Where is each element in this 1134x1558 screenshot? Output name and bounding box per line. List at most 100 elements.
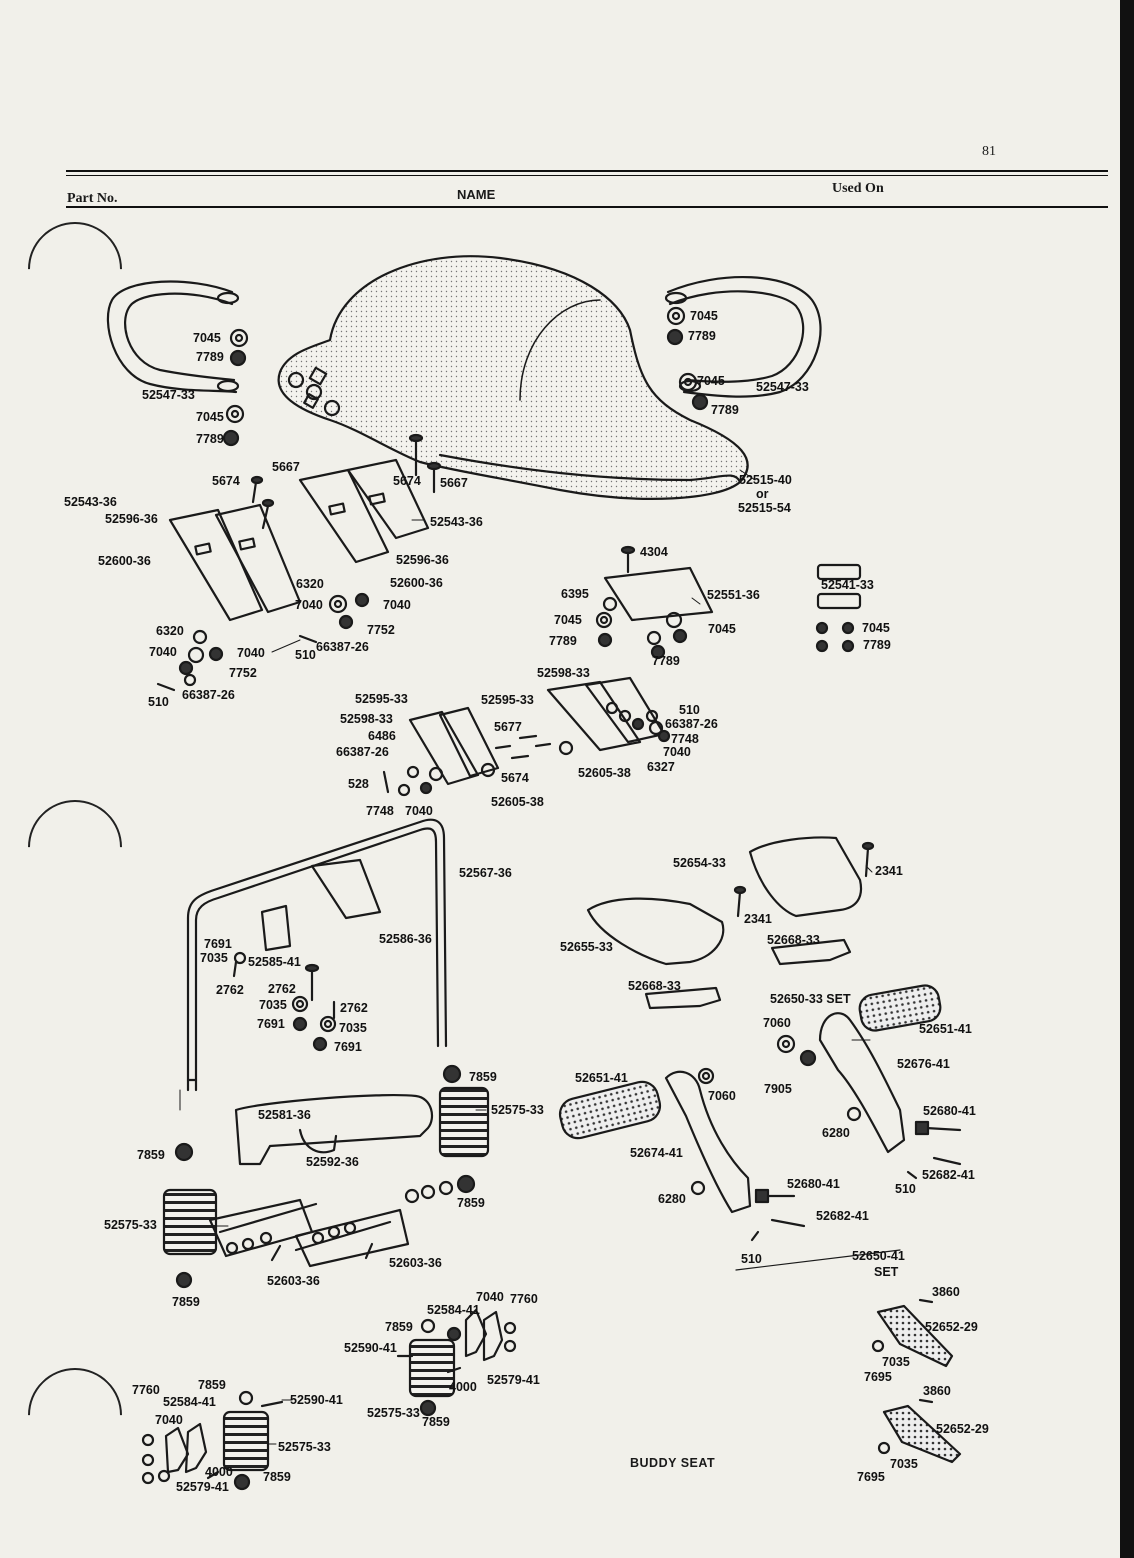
part-callout: 52590-41	[290, 1393, 343, 1407]
part-callout: 52575-33	[491, 1103, 544, 1117]
part-callout: or	[756, 487, 769, 501]
part-callout: 7035	[200, 951, 228, 965]
part-callout: 52596-36	[105, 512, 158, 526]
part-callout: 66387-26	[182, 688, 235, 702]
part-callout: 52515-54	[738, 501, 791, 515]
part-callout: 510	[295, 648, 316, 662]
part-callout: 7752	[229, 666, 257, 680]
part-callout: 4000	[449, 1380, 477, 1394]
part-callout: 6395	[561, 587, 589, 601]
part-callout: 52654-33	[673, 856, 726, 870]
part-callout: 52668-33	[628, 979, 681, 993]
part-callout: 52651-41	[919, 1022, 972, 1036]
part-callout: 7789	[863, 638, 891, 652]
part-callout: 4000	[205, 1465, 233, 1479]
part-callout: 5667	[272, 460, 300, 474]
part-callout: 7859	[172, 1295, 200, 1309]
part-callout: 7748	[366, 804, 394, 818]
part-callout: 2762	[216, 983, 244, 997]
part-callout: 2341	[875, 864, 903, 878]
part-callout: 7859	[469, 1070, 497, 1084]
part-callout: 52541-33	[821, 578, 874, 592]
part-callout: 7045	[193, 331, 221, 345]
part-callout: 7040	[149, 645, 177, 659]
part-callout: 52682-41	[816, 1209, 869, 1223]
page-edge-bar	[1120, 0, 1134, 1558]
part-callout: 52592-36	[306, 1155, 359, 1169]
part-callout: 7859	[263, 1470, 291, 1484]
part-callout: 2762	[340, 1001, 368, 1015]
part-callout: 7789	[711, 403, 739, 417]
header-rule-top-2	[66, 175, 1108, 176]
part-callout: 52603-36	[267, 1274, 320, 1288]
part-callout: 52581-36	[258, 1108, 311, 1122]
part-callout: 52680-41	[923, 1104, 976, 1118]
part-callout: 528	[348, 777, 369, 791]
part-callout: 52651-41	[575, 1071, 628, 1085]
part-callout: 7691	[334, 1040, 362, 1054]
part-callout: 5674	[393, 474, 421, 488]
part-callout: 510	[679, 703, 700, 717]
part-callout: 52600-36	[390, 576, 443, 590]
part-callout: 7789	[688, 329, 716, 343]
part-callout: 52603-36	[389, 1256, 442, 1270]
part-callout: 52652-29	[925, 1320, 978, 1334]
part-callout: 6320	[296, 577, 324, 591]
part-callout: 52543-36	[64, 495, 117, 509]
part-callout: 52674-41	[630, 1146, 683, 1160]
part-callout: 7045	[708, 622, 736, 636]
part-callout: 52595-33	[355, 692, 408, 706]
part-callout: 7859	[457, 1196, 485, 1210]
part-callout: 52547-33	[756, 380, 809, 394]
part-callout: 7045	[862, 621, 890, 635]
header-rule-top	[66, 170, 1108, 172]
figure-caption: BUDDY SEAT	[630, 1456, 716, 1470]
part-callout: 7789	[652, 654, 680, 668]
part-callout: 52543-36	[430, 515, 483, 529]
part-callout: 52567-36	[459, 866, 512, 880]
column-header-name: NAME	[457, 187, 496, 202]
column-header-part-no: Part No.	[67, 191, 118, 206]
part-callout: SET	[874, 1265, 899, 1279]
part-callout: 7040	[383, 598, 411, 612]
column-header-used-on: Used On	[832, 181, 884, 196]
part-callout: 7695	[857, 1470, 885, 1484]
part-callout: 7045	[196, 410, 224, 424]
part-callout: 6280	[658, 1192, 686, 1206]
part-callout: 7760	[510, 1292, 538, 1306]
part-callout: 7789	[196, 350, 224, 364]
part-callout: 7040	[155, 1413, 183, 1427]
part-callout: 52652-29	[936, 1422, 989, 1436]
part-callout: 52579-41	[176, 1480, 229, 1494]
part-callout: 7040	[476, 1290, 504, 1304]
part-callout: 7760	[132, 1383, 160, 1397]
part-callout: 52585-41	[248, 955, 301, 969]
part-callout: 52584-41	[427, 1303, 480, 1317]
part-callout: 510	[741, 1252, 762, 1266]
part-callout: 6320	[156, 624, 184, 638]
part-callout: 52586-36	[379, 932, 432, 946]
part-callout: 52595-33	[481, 693, 534, 707]
part-callout: 6280	[822, 1126, 850, 1140]
page-number: 81	[982, 144, 996, 159]
part-callout: 2762	[268, 982, 296, 996]
part-callout: 7752	[367, 623, 395, 637]
part-callout: 7040	[237, 646, 265, 660]
part-callout: 52575-33	[367, 1406, 420, 1420]
part-callout: 7789	[196, 432, 224, 446]
part-callout: 2341	[744, 912, 772, 926]
part-callout: 7035	[339, 1021, 367, 1035]
part-callout: 52655-33	[560, 940, 613, 954]
part-callout: 7748	[671, 732, 699, 746]
part-callout: 7859	[422, 1415, 450, 1429]
part-callout: 52600-36	[98, 554, 151, 568]
part-callout: 5674	[212, 474, 240, 488]
part-callout: 6327	[647, 760, 675, 774]
part-callout: 7040	[405, 804, 433, 818]
part-callout: 52650-41	[852, 1249, 905, 1263]
part-callout: 5667	[440, 476, 468, 490]
part-callout: 7859	[385, 1320, 413, 1334]
part-callout: 52668-33	[767, 933, 820, 947]
